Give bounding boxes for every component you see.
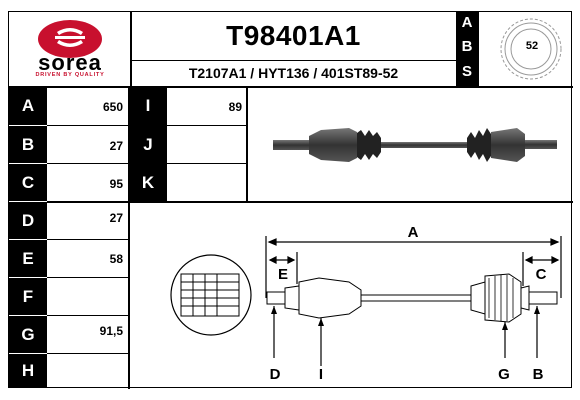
value-a: 650: [102, 100, 123, 114]
abs-label-column: A B S: [456, 12, 478, 86]
value-d: 27: [109, 211, 123, 225]
cross-references: T2107A1 / HYT136 / 401ST89-52: [188, 65, 399, 81]
dimension-diagram: A E C D I G B: [170, 224, 562, 383]
dim-label-a: A: [408, 224, 419, 241]
part-number: T98401A1: [226, 20, 361, 51]
value-b: 27: [109, 139, 123, 153]
brand-tagline: DRIVEN BY QUALITY: [35, 72, 105, 78]
spec-sheet: sorea DRIVEN BY QUALITY T98401A1 T2107A1…: [8, 11, 573, 389]
label-d: D: [9, 202, 47, 239]
abs-letter-b: B: [461, 38, 473, 55]
label-f: F: [9, 278, 47, 315]
abs-letter-s: S: [461, 63, 472, 80]
label-h: H: [9, 354, 47, 388]
dim-label-d: D: [270, 366, 281, 383]
abs-letter-a: A: [461, 14, 473, 31]
drive-shaft-photo: [273, 128, 557, 162]
sorea-logo-icon: [38, 20, 102, 58]
value-i: 89: [228, 100, 242, 114]
brand-logo: sorea DRIVEN BY QUALITY: [9, 12, 131, 86]
spline-detail-icon: [170, 254, 252, 336]
value-g: 91,5: [99, 324, 123, 338]
label-c: C: [9, 164, 47, 201]
dim-label-c: C: [536, 266, 547, 283]
label-e: E: [9, 240, 47, 277]
label-a: A: [9, 87, 47, 125]
label-i: I: [129, 87, 167, 125]
dim-label-b: B: [533, 366, 544, 383]
label-j: J: [129, 126, 167, 163]
label-k: K: [129, 164, 167, 201]
dim-label-g: G: [498, 366, 510, 383]
value-c: 95: [109, 177, 123, 191]
label-g: G: [9, 316, 47, 353]
abs-tooth-count: 52: [525, 40, 539, 52]
dim-label-i: I: [319, 366, 323, 383]
dim-label-e: E: [278, 266, 288, 283]
label-b: B: [9, 126, 47, 163]
brand-name: sorea: [38, 50, 102, 75]
abs-ring-icon: [500, 18, 562, 80]
value-e: 58: [109, 252, 123, 266]
